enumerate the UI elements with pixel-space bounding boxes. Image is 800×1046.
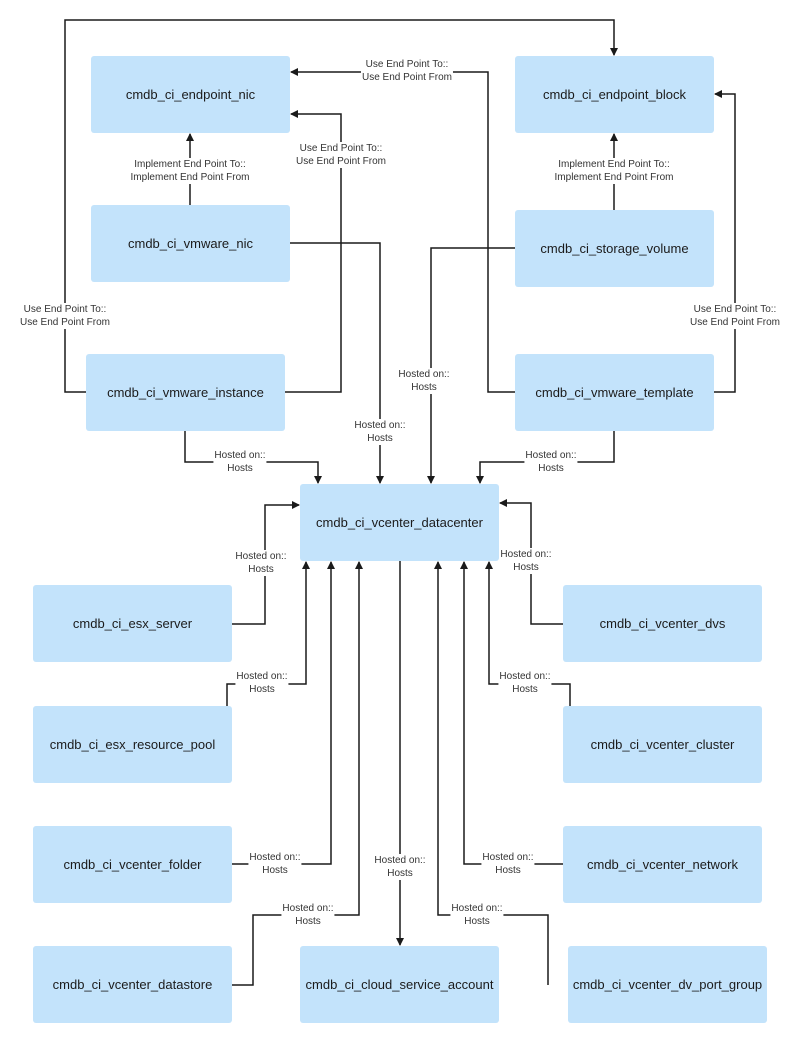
node-endpoint-block: cmdb_ci_endpoint_block (515, 56, 714, 133)
edge-label-line: Hosted on:: (236, 671, 288, 682)
edge-label-line: Hosted on:: (500, 549, 552, 560)
edge-label: Hosted on::Hosts (234, 550, 288, 576)
edge-label: Implement End Point To::Implement End Po… (553, 158, 675, 184)
edge-label-line: Use End Point From (689, 317, 781, 328)
edge-label-line: Hosts (227, 463, 253, 474)
edge-label-line: Implement End Point From (554, 172, 674, 183)
edge-label: Hosted on::Hosts (524, 449, 578, 475)
edge-label-line: Hosted on:: (354, 420, 406, 431)
edge-label-line: Hosted on:: (374, 855, 426, 866)
edge-label-line: Hosted on:: (451, 903, 503, 914)
edge-vcenter-datastore-to-vcenter-datacenter (232, 561, 363, 986)
node-vcenter-datacenter: cmdb_ci_vcenter_datacenter (300, 484, 499, 561)
node-vcenter-datastore: cmdb_ci_vcenter_datastore (33, 946, 232, 1023)
edge-label: Implement End Point To::Implement End Po… (129, 158, 251, 184)
edge-storage-volume-to-vcenter-datacenter (427, 247, 515, 484)
node-cloud-service-account: cmdb_ci_cloud_service_account (300, 946, 499, 1023)
edge-label-line: Hosted on:: (282, 903, 334, 914)
edge-label-line: Hosts (538, 463, 564, 474)
node-endpoint-nic: cmdb_ci_endpoint_nic (91, 56, 290, 133)
node-vcenter-dvs: cmdb_ci_vcenter_dvs (563, 585, 762, 662)
edge-label: Hosted on::Hosts (499, 548, 553, 574)
edge-label-line: Hosts (295, 916, 321, 927)
edge-label-line: Hosted on:: (482, 852, 534, 863)
edge-label-line: Hosts (248, 564, 274, 575)
edge-label-line: Hosts (411, 382, 437, 393)
edge-vmware-instance-to-endpoint-nic (285, 110, 342, 393)
edge-label-line: Use End Point From (295, 156, 387, 167)
edge-vmware-template-to-endpoint-nic (290, 68, 515, 393)
edge-label: Hosted on::Hosts (397, 368, 451, 394)
edge-label-line: Hosted on:: (249, 852, 301, 863)
edge-label: Hosted on::Hosts (213, 449, 267, 475)
edge-label-line: Hosts (387, 868, 413, 879)
node-storage-volume: cmdb_ci_storage_volume (515, 210, 714, 287)
edge-label-line: Use End Point From (361, 72, 453, 83)
edge-label-line: Use End Point To:: (365, 59, 449, 70)
edge-label: Use End Point To::Use End Point From (360, 58, 454, 84)
edge-vcenter-folder-to-vcenter-datacenter (232, 561, 335, 865)
edge-label: Hosted on::Hosts (373, 854, 427, 880)
edge-label-line: Hosted on:: (235, 551, 287, 562)
node-vcenter-dv-port-group: cmdb_ci_vcenter_dv_port_group (568, 946, 767, 1023)
node-vcenter-folder: cmdb_ci_vcenter_folder (33, 826, 232, 903)
node-esx-resource-pool: cmdb_ci_esx_resource_pool (33, 706, 232, 783)
edge-label-line: Hosted on:: (214, 450, 266, 461)
edge-label-line: Hosts (512, 684, 538, 695)
edge-label-line: Implement End Point To:: (134, 159, 246, 170)
edge-vmware-instance-to-endpoint-block (64, 19, 618, 393)
edge-vmware-template-to-endpoint-block (714, 90, 736, 393)
node-vcenter-cluster: cmdb_ci_vcenter_cluster (563, 706, 762, 783)
edge-label-line: Hosts (367, 433, 393, 444)
edge-label-line: Hosts (249, 684, 275, 695)
edge-label: Hosted on::Hosts (450, 902, 504, 928)
node-esx-server: cmdb_ci_esx_server (33, 585, 232, 662)
node-vmware-instance: cmdb_ci_vmware_instance (86, 354, 285, 431)
node-vcenter-network: cmdb_ci_vcenter_network (563, 826, 762, 903)
edge-label-line: Use End Point To:: (693, 304, 777, 315)
edge-label: Hosted on::Hosts (498, 670, 552, 696)
edge-label: Use End Point To::Use End Point From (18, 303, 112, 329)
edge-label-line: Hosts (513, 562, 539, 573)
node-vmware-nic: cmdb_ci_vmware_nic (91, 205, 290, 282)
edge-label: Hosted on::Hosts (248, 851, 302, 877)
edge-label-line: Hosted on:: (525, 450, 577, 461)
edge-label: Hosted on::Hosts (353, 419, 407, 445)
edge-vcenter-network-to-vcenter-datacenter (460, 561, 563, 865)
edge-label-line: Use End Point From (19, 317, 111, 328)
edge-label-line: Use End Point To:: (23, 304, 107, 315)
node-vmware-template: cmdb_ci_vmware_template (515, 354, 714, 431)
edge-label: Use End Point To::Use End Point From (294, 142, 388, 168)
edge-label-line: Hosts (495, 865, 521, 876)
edge-vmware-nic-to-vcenter-datacenter (290, 242, 384, 484)
edge-label-line: Hosted on:: (398, 369, 450, 380)
edge-label: Use End Point To::Use End Point From (688, 303, 782, 329)
edge-label-line: Implement End Point From (130, 172, 250, 183)
edge-label-line: Use End Point To:: (299, 143, 383, 154)
edge-label-line: Implement End Point To:: (558, 159, 670, 170)
edge-label: Hosted on::Hosts (235, 670, 289, 696)
edge-label: Hosted on::Hosts (281, 902, 335, 928)
edge-label-line: Hosts (262, 865, 288, 876)
edge-label: Hosted on::Hosts (481, 851, 535, 877)
edge-label-line: Hosted on:: (499, 671, 551, 682)
edge-label-line: Hosts (464, 916, 490, 927)
